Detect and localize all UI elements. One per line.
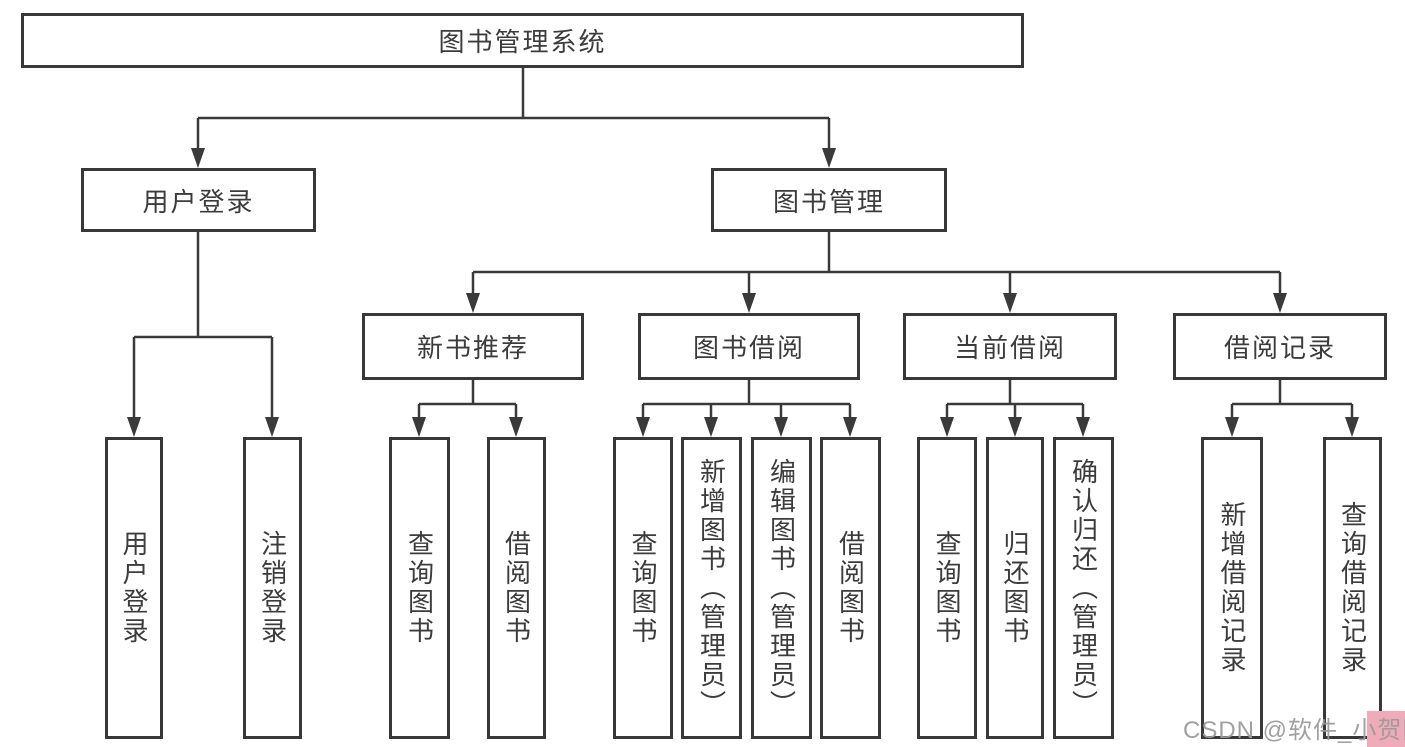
node-library-system: 图书管理系统	[21, 13, 1024, 68]
leaf-query-books-borrowing: 查询图书	[613, 437, 673, 739]
leaf-borrow-books-recommend: 借阅图书	[487, 437, 546, 739]
leaf-user-login: 用户登录	[105, 437, 163, 739]
leaf-confirm-return-admin: 确认归还（管理员）	[1053, 437, 1114, 739]
connector-lines	[132, 68, 1354, 421]
node-new-book-recommend: 新书推荐	[362, 313, 584, 380]
node-borrow-records: 借阅记录	[1173, 313, 1387, 380]
node-book-management: 图书管理	[711, 168, 947, 232]
node-current-borrowing: 当前借阅	[903, 313, 1117, 380]
leaf-query-books-recommend: 查询图书	[389, 437, 450, 739]
leaf-add-borrow-record: 新增借阅记录	[1201, 437, 1263, 739]
watermark-accent-patch	[1367, 711, 1405, 747]
leaf-add-books-admin: 新增图书（管理员）	[681, 437, 742, 739]
node-book-borrowing: 图书借阅	[638, 313, 860, 380]
node-user-login: 用户登录	[81, 168, 316, 232]
leaf-query-books-current: 查询图书	[917, 437, 977, 739]
leaf-borrow-books-borrowing: 借阅图书	[820, 437, 881, 739]
leaf-query-borrow-record: 查询借阅记录	[1323, 437, 1382, 739]
leaf-logout: 注销登录	[243, 437, 302, 739]
leaf-return-books: 归还图书	[986, 437, 1044, 739]
csdn-watermark: CSDN @软件_小贺同学	[1183, 717, 1405, 744]
leaf-edit-books-admin: 编辑图书（管理员）	[751, 437, 812, 739]
